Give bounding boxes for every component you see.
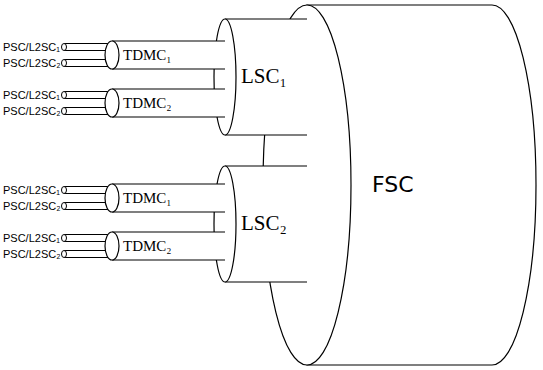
fiber-tube [62,251,113,258]
channel-label: PSC/L2SC₂ [3,200,60,212]
channel-label: PSC/L2SC₂ [3,248,60,260]
node-label: TDMC₁ [123,47,172,64]
channel-label: PSC/L2SC₁ [3,41,60,53]
tdmc-cylinder: TDMC₁ [104,183,225,213]
channel-label: PSC/L2SC₂ [3,105,60,117]
node-label: TDMC₂ [123,238,172,255]
fiber-tube [62,44,113,51]
channel-label: PSC/L2SC₁ [3,89,60,101]
channel-label: PSC/L2SC₁ [3,184,60,196]
node-label: FSC [372,173,414,197]
node-label: TDMC₂ [123,95,172,112]
node-label: LSC₁ [241,65,287,88]
channel-label: PSC/L2SC₁ [3,232,60,244]
fiber-tube [62,92,113,99]
fiber-tube [62,235,113,242]
lsc-cylinder: LSC₂ [213,165,307,283]
lsc-cylinder: LSC₁ [213,18,307,136]
node-label: TDMC₁ [123,190,172,207]
fiber-tube [62,60,113,67]
node-label: LSC₂ [241,212,287,235]
tdmc-cylinder: TDMC₂ [104,88,225,118]
fiber-tube [62,108,113,115]
channel-label: PSC/L2SC₂ [3,57,60,69]
tdmc-cylinder: TDMC₁ [104,40,225,70]
fiber-tube [62,203,113,210]
tdmc-cylinder: TDMC₂ [104,231,225,261]
fiber-tube [62,187,113,194]
